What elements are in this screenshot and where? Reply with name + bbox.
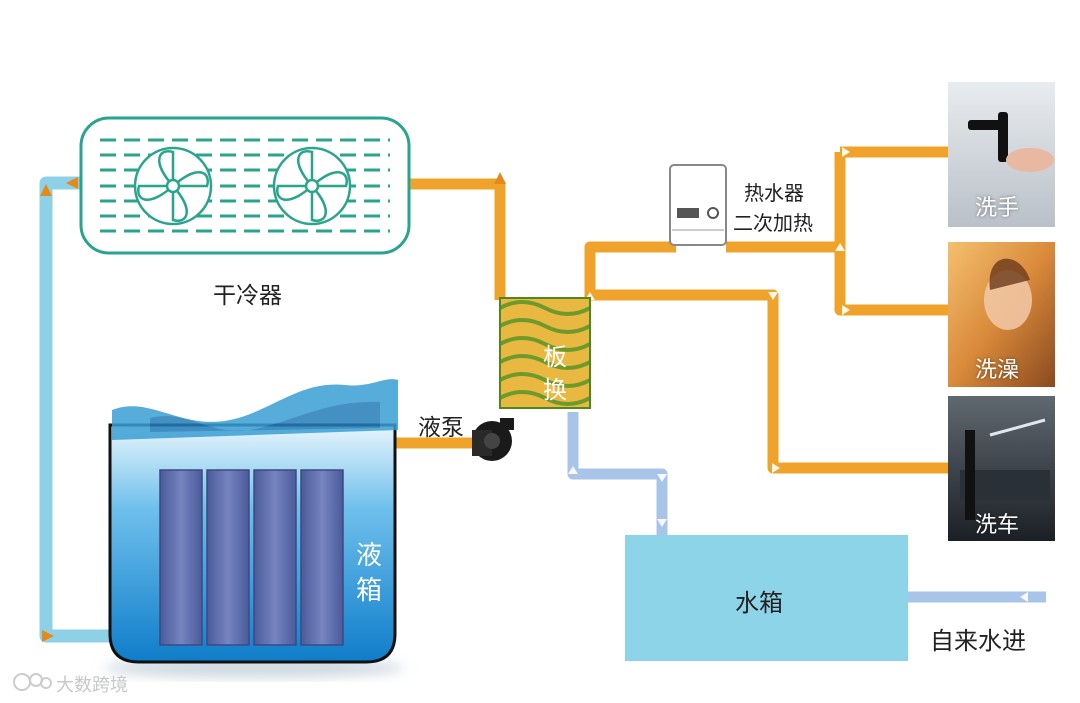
faucet-hand-photo <box>948 82 1055 227</box>
coolant-pipe <box>39 176 110 643</box>
hot-water-pipes <box>393 146 948 474</box>
flow-arrows <box>40 147 1028 642</box>
plate-hx-label-line2: 换 <box>543 376 567 404</box>
outlet-label-shower: 洗澡 <box>975 358 1020 383</box>
fan-icon <box>272 146 352 226</box>
liquid-tank-label-line2: 箱 <box>356 576 383 606</box>
plate-heat-exchanger <box>499 297 591 409</box>
water-heater-icon <box>669 164 727 246</box>
battery-cells <box>159 469 344 646</box>
tap-water-in-label: 自来水进 <box>930 627 1026 655</box>
car-wash-photo <box>948 396 1055 541</box>
fan-icon <box>133 146 213 226</box>
dry-cooler <box>79 116 411 255</box>
liquid-pump-icon <box>472 418 514 461</box>
water-heater-label-line1: 热水器 <box>744 181 804 205</box>
outlet-label-hand-wash: 洗手 <box>975 196 1020 221</box>
water-heater-label-line2: 二次加热 <box>733 211 813 235</box>
liquid-tank-label-line1: 液 <box>356 541 383 571</box>
water-splash <box>112 379 398 440</box>
liquid-tank <box>104 379 404 678</box>
water-tank-label: 水箱 <box>735 589 783 617</box>
watermark-logo-icon <box>13 673 52 691</box>
outlet-label-car-wash: 洗车 <box>975 513 1020 538</box>
water-tank <box>625 535 908 661</box>
shower-photo <box>948 242 1055 387</box>
watermark-text: 大数跨境 <box>56 675 128 696</box>
plate-hx-label-line1: 板 <box>543 343 567 371</box>
liquid-pump-label: 液泵 <box>418 415 464 441</box>
dry-cooler-label: 干冷器 <box>213 283 282 309</box>
